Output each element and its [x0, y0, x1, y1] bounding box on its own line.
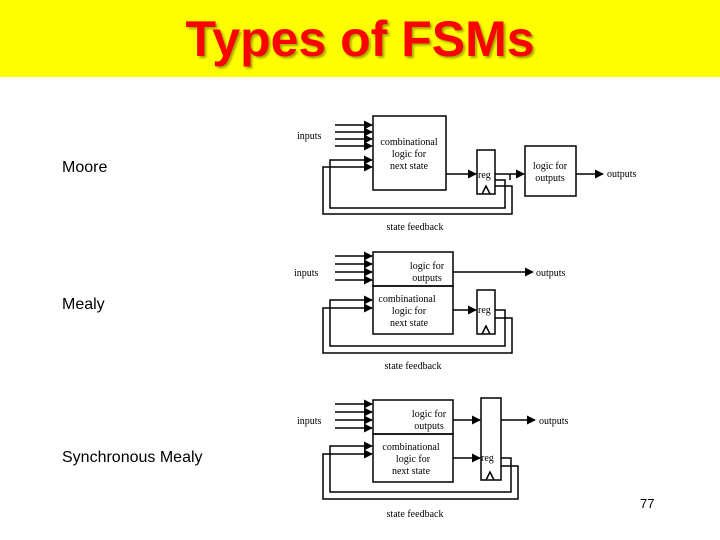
sync-mealy-reg-label: reg	[481, 453, 494, 464]
slide-title: Types of FSMs	[185, 11, 535, 67]
mealy-comb-text: next state	[390, 318, 429, 329]
mealy-outputs-label: outputs	[536, 268, 566, 279]
mealy-label: Mealy	[62, 296, 105, 313]
sync-mealy-clock-triangle	[485, 470, 495, 481]
moore-register	[476, 149, 496, 195]
moore-diagram: inputs combinational logic for next stat…	[297, 115, 637, 233]
mealy-register	[476, 289, 496, 335]
title-bar	[0, 0, 720, 77]
sync-mealy-label: Synchronous Mealy	[62, 449, 203, 466]
sync-mealy-output-logic-text: outputs	[414, 421, 444, 432]
moore-output-logic-box	[524, 145, 577, 197]
mealy-inputs-label: inputs	[294, 268, 319, 279]
mealy-clock-triangle	[481, 324, 491, 335]
mealy-feedback-wire	[329, 295, 506, 347]
page-number: 77	[640, 496, 655, 511]
sync-mealy-comb-text: next state	[392, 466, 431, 477]
moore-comb-logic-box	[372, 115, 447, 191]
moore-inputs-label: inputs	[297, 131, 322, 142]
sync-mealy-outputs-label: outputs	[539, 416, 569, 427]
moore-feedback-label: state feedback	[387, 222, 444, 233]
sync-mealy-register	[480, 397, 502, 481]
sync-mealy-feedback-label: state feedback	[387, 509, 444, 520]
sync-mealy-diagram: inputs logic for outputs outputs combina…	[297, 397, 569, 520]
mealy-comb-text: combinational	[378, 294, 435, 305]
sync-mealy-feedback-wire	[329, 441, 512, 493]
mealy-feedback-label: state feedback	[385, 361, 442, 372]
sync-mealy-inputs-label: inputs	[297, 416, 322, 427]
sync-mealy-comb-text: logic for	[396, 454, 431, 465]
moore-comb-text: combinational	[380, 137, 437, 148]
moore-reg-label: reg	[478, 170, 491, 181]
moore-comb-text: logic for	[392, 149, 427, 160]
moore-outputs-label: outputs	[607, 169, 637, 180]
mealy-diagram: inputs logic for outputs outputs combina…	[294, 251, 566, 372]
moore-clock-triangle	[481, 184, 491, 195]
mealy-reg-label: reg	[478, 305, 491, 316]
mealy-comb-text: logic for	[392, 306, 427, 317]
moore-label: Moore	[62, 159, 108, 176]
moore-feedback-wire	[322, 162, 513, 215]
mealy-output-logic-text: logic for	[410, 261, 445, 272]
moore-feedback-wire	[329, 155, 506, 209]
moore-comb-text: next state	[390, 161, 429, 172]
mealy-output-logic-text: outputs	[412, 273, 442, 284]
mealy-feedback-wire	[322, 303, 513, 354]
sync-mealy-output-logic-text: logic for	[412, 409, 447, 420]
moore-output-logic-text: outputs	[535, 173, 565, 184]
moore-output-logic-text: logic for	[533, 161, 568, 172]
sync-mealy-feedback-wire	[322, 449, 519, 500]
sync-mealy-comb-text: combinational	[382, 442, 439, 453]
